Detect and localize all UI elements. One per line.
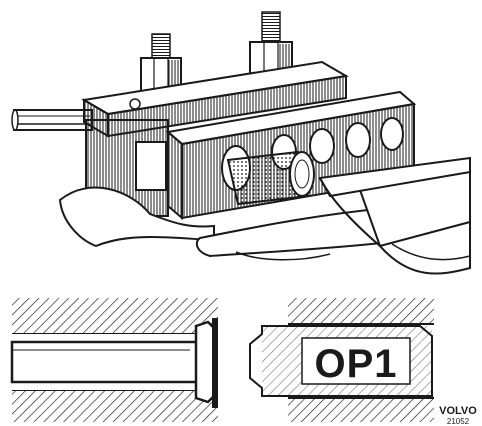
press-tool-view: [11, 11, 471, 275]
guide-rod: [11, 109, 93, 131]
hole-3: [345, 122, 371, 158]
brand-logo: VOLVO: [439, 405, 477, 417]
hammer: [318, 156, 471, 275]
publisher-mark: VOLVO 21052: [439, 405, 477, 426]
hole-2: [309, 128, 335, 164]
bolt-right: [249, 11, 293, 79]
stamp-label: OP1: [314, 342, 397, 386]
cross-section-left: [10, 298, 218, 422]
cross-section-right: OP1: [249, 298, 434, 422]
tappet: [226, 150, 315, 206]
bolt-left: [140, 33, 182, 93]
hand: [58, 186, 411, 261]
hole-4: [380, 117, 404, 151]
figure-number: 21052: [447, 417, 470, 426]
